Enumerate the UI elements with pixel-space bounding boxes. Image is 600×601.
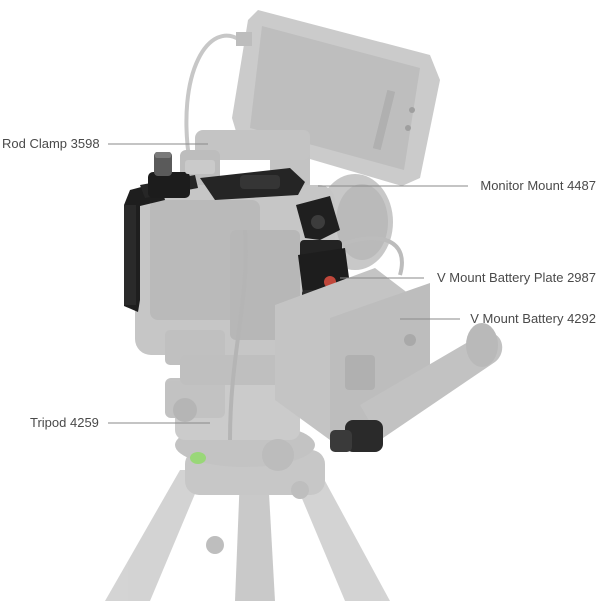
monitor-illustration	[184, 10, 440, 190]
tripod-leg-right	[290, 468, 390, 601]
tripod-illustration	[105, 378, 390, 601]
monitor-mount-label: Monitor Mount 4487	[480, 178, 596, 193]
tripod-label: Tripod 4259	[30, 415, 99, 430]
vmount-battery-label: V Mount Battery 4292	[470, 311, 596, 326]
tripod-leg-left	[105, 470, 205, 601]
camera-cage	[124, 168, 305, 312]
side-handle-illustration	[330, 323, 503, 452]
rod-clamp-label: Rod Clamp 3598	[2, 136, 100, 151]
bubble-level	[190, 452, 206, 464]
leader-lines	[108, 143, 468, 424]
tripod-leg-center	[235, 475, 275, 601]
vmount-battery-plate-label: V Mount Battery Plate 2987	[437, 270, 596, 285]
rod-clamp-illustration	[148, 152, 215, 198]
